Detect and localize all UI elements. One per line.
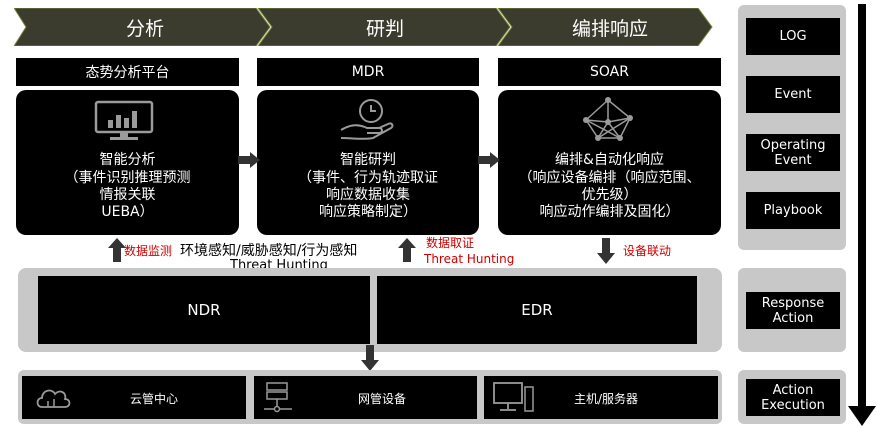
label-threat-hunting-red: Threat Hunting [424, 252, 515, 266]
card-intelligent-analysis: 智能分析 （事件识别推理预测 情报关联 UEBA） [16, 90, 239, 235]
phase-judgement: 研判 [365, 17, 404, 40]
label-data-monitoring: 数据监测 [124, 244, 173, 258]
header-mdr: MDR [257, 58, 479, 86]
arrow-down-icon [597, 238, 615, 264]
tile-label: 主机/服务器 [574, 392, 639, 406]
server-icon [264, 382, 292, 413]
phase-chevron-bar [14, 8, 713, 46]
card-details: （事件、行为轨迹取证 响应数据收集 响应策略制定） [298, 170, 438, 220]
card-title: 编排&自动化响应 [555, 152, 664, 168]
label-device-linkage: 设备联动 [623, 244, 672, 258]
arrow-up-icon [398, 238, 416, 262]
card-details: （事件识别推理预测 情报关联 UEBA） [64, 170, 191, 220]
label-environment-awareness: 环境感知/威胁感知/行为感知 [180, 243, 358, 259]
phase-orchestration: 编排响应 [571, 17, 648, 40]
edr-box: EDR [377, 276, 697, 344]
arrow-right-icon [238, 152, 260, 168]
arrow-up-icon [108, 238, 126, 262]
card-title: 智能研判 [340, 152, 396, 168]
card-details: （响应设备编排（响应范围、 优先级） 响应动作编排及固化） [518, 170, 701, 220]
ndr-box: NDR [38, 276, 370, 344]
header-situation-platform: 态势分析平台 [16, 58, 239, 86]
side-playbook: Playbook [746, 192, 840, 229]
tile-label: 云管中心 [130, 392, 179, 406]
monitor-chart-icon [94, 100, 154, 140]
side-response-action: Response Action [746, 292, 840, 329]
side-log: LOG [746, 18, 840, 55]
side-operating-event: Operating Event [746, 134, 840, 171]
tile-network-devices: 网管设备 [254, 376, 477, 419]
tile-label: 网管设备 [358, 392, 407, 406]
network-mesh-icon [583, 97, 633, 141]
computer-icon [493, 382, 534, 412]
card-intelligent-judgement: 智能研判 （事件、行为轨迹取证 响应数据收集 响应策略制定） [257, 90, 479, 235]
label-data-forensics: 数据取证 [426, 236, 475, 250]
side-action-execution: Action Execution [746, 379, 840, 416]
arrow-right-icon [478, 152, 500, 168]
cloud-icon [36, 389, 71, 408]
card-title: 智能分析 [99, 152, 156, 168]
arrow-down-icon [361, 345, 379, 371]
tile-cloud-center: 云管中心 [22, 376, 246, 419]
tile-host-server: 主机/服务器 [484, 376, 718, 419]
card-orchestration-response: 编排&自动化响应 （响应设备编排（响应范围、 优先级） 响应动作编排及固化） [498, 90, 721, 235]
side-event: Event [746, 76, 840, 113]
flow-down-arrow-icon [848, 4, 876, 426]
clock-hand-icon [340, 99, 394, 140]
phase-analysis: 分析 [125, 17, 164, 40]
header-soar: SOAR [498, 58, 721, 86]
